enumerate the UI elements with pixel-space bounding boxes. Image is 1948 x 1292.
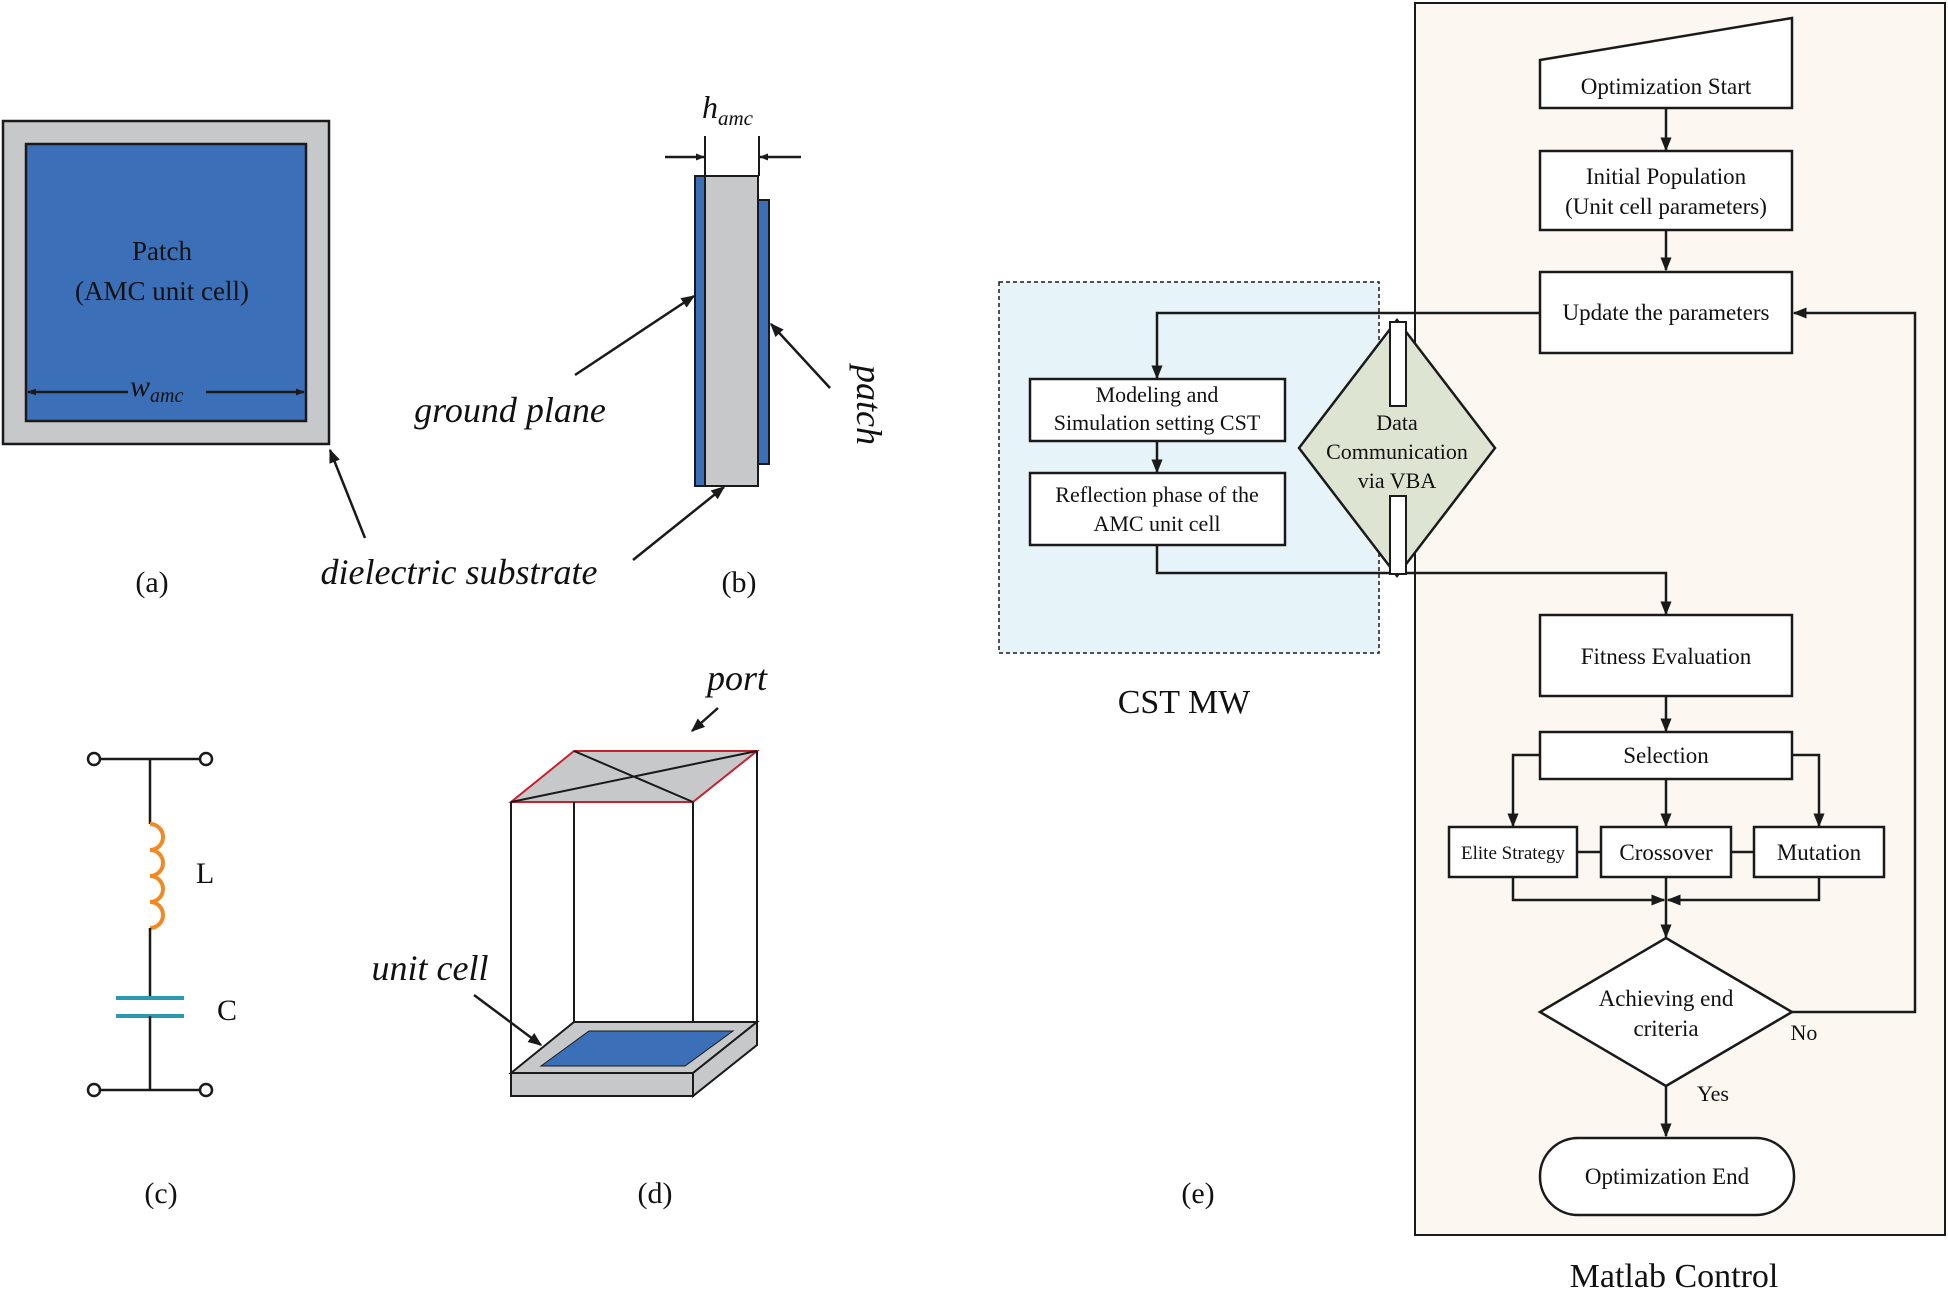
width-label: wamc: [130, 370, 183, 407]
inductor-coil: [149, 822, 165, 930]
port-label: port: [704, 658, 768, 698]
matlab-title: Matlab Control: [1570, 1258, 1779, 1292]
reflection-box: [1028, 471, 1287, 547]
modeling-line1: Modeling and: [1096, 382, 1219, 407]
substrate-pointer-b: [632, 486, 726, 561]
terminal-top-left: [86, 751, 102, 767]
substrate-pointer-arrow: [328, 448, 367, 539]
substrate-side-view: [704, 175, 759, 487]
ground-plane-pointer: [574, 294, 696, 377]
criteria-line1: Achieving end: [1599, 986, 1734, 1011]
caption-e: (e): [1181, 1177, 1214, 1210]
patch-side-label: patch: [849, 362, 889, 445]
capacitor-label: C: [217, 994, 237, 1027]
yes-label: Yes: [1697, 1081, 1729, 1106]
elite-label: Elite Strategy: [1461, 843, 1565, 864]
patch-label-line1: Patch: [132, 236, 192, 266]
edge-mutation-merge: [1666, 877, 1821, 906]
data-line2: Communication: [1326, 439, 1468, 464]
patch-layer: [757, 199, 770, 465]
terminal-top-right: [198, 751, 214, 767]
panel-a: Patch (AMC unit cell) wamc (a): [1, 119, 367, 599]
edge-selection-mutation: [1792, 753, 1825, 828]
inductor-label: L: [196, 857, 214, 890]
diamond-slot-top: [1389, 321, 1407, 407]
modeling-line2: Simulation setting CST: [1054, 410, 1261, 435]
init-line1: Initial Population: [1586, 164, 1747, 189]
edge-elite-merge: [1511, 877, 1666, 906]
data-line1: Data: [1376, 410, 1418, 435]
terminal-bottom-right: [198, 1082, 214, 1098]
reflection-line1: Reflection phase of the: [1055, 482, 1258, 507]
caption-d: (d): [638, 1177, 673, 1210]
no-label: No: [1791, 1020, 1818, 1045]
panel-b: hamc ground plane patch (b): [414, 89, 889, 599]
init-line2: (Unit cell parameters): [1565, 194, 1767, 219]
unit-cell-front: [510, 1072, 694, 1097]
criteria-line2: criteria: [1633, 1016, 1698, 1041]
panel-d: port unit cell (d): [372, 658, 768, 1210]
ground-plane-label: ground plane: [414, 390, 606, 430]
start-label: Optimization Start: [1581, 74, 1752, 99]
update-label: Update the parameters: [1563, 300, 1770, 325]
mutation-label: Mutation: [1777, 840, 1862, 865]
cst-title: CST MW: [1118, 684, 1251, 721]
width-label-bg: [128, 372, 206, 406]
edge-update-modeling: [1151, 311, 1540, 380]
patch-label-line2: (AMC unit cell): [75, 276, 249, 306]
caption-b: (b): [722, 566, 757, 599]
end-node: [1538, 1136, 1796, 1217]
terminal-bottom-left: [86, 1082, 102, 1098]
fitness-box: [1538, 613, 1794, 698]
reflection-line2: AMC unit cell: [1093, 511, 1220, 536]
start-node: [1538, 16, 1794, 110]
port-pointer: [690, 707, 719, 732]
port-diagonal-2: [510, 750, 758, 803]
elite-strategy-box: [1447, 825, 1579, 879]
unit-cell-side: [692, 1019, 758, 1099]
initial-population-box: [1538, 149, 1794, 232]
edge-selection-elite: [1507, 753, 1540, 828]
diamond-slot-bottom: [1389, 495, 1407, 575]
unit-cell-pointer: [473, 993, 543, 1047]
mutation-box: [1752, 825, 1886, 879]
caption-a: (a): [135, 566, 168, 599]
edge-reflection-fitness: [1155, 545, 1672, 616]
end-label: Optimization End: [1585, 1164, 1750, 1189]
crossover-label: Crossover: [1619, 840, 1713, 865]
panel-e: CST MW Matlab Control Optimization Start…: [998, 2, 1946, 1292]
patch-pointer: [770, 322, 831, 389]
update-parameters-box: [1538, 270, 1794, 355]
edge-no-loop: [1792, 307, 1917, 1014]
data-line3: via VBA: [1358, 468, 1437, 493]
height-label: hamc: [702, 89, 754, 130]
selection-label: Selection: [1623, 743, 1709, 768]
panel-c: L C (c): [86, 751, 237, 1210]
unit-cell-label: unit cell: [372, 948, 489, 988]
caption-c: (c): [144, 1177, 177, 1210]
data-communication-diamond: [1297, 317, 1497, 579]
fitness-label: Fitness Evaluation: [1581, 644, 1752, 669]
unit-cell-patch: [539, 1030, 735, 1067]
dielectric-substrate-label: dielectric substrate: [321, 552, 598, 592]
